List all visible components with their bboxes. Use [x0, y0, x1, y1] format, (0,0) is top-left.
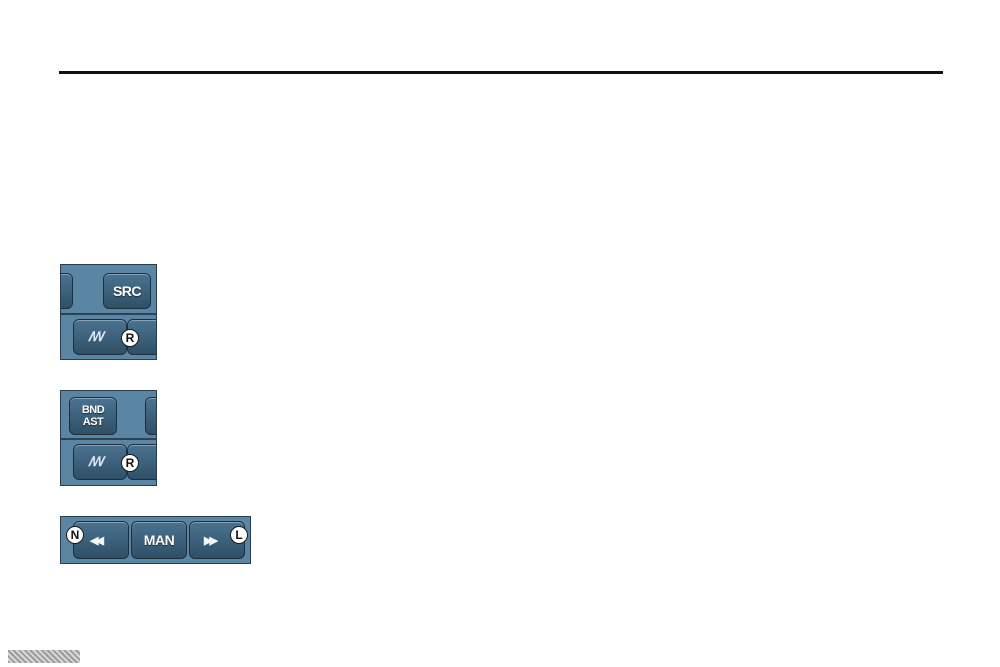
bnd-ast-button[interactable]: BND AST [69, 397, 117, 435]
callout-badge-r: R [121, 329, 139, 347]
bnd-label: BND [81, 404, 105, 416]
footer-logo-icon [8, 650, 80, 663]
callout-badge-n: N [66, 526, 84, 544]
man-button-label: MAN [143, 532, 175, 548]
waveform-icon: ꟿ [88, 329, 104, 344]
src-button-label: SRC [112, 283, 142, 299]
header-rule [59, 71, 940, 74]
radio-panel-src: SRC ꟿ R [60, 264, 157, 360]
next-button-edge[interactable] [145, 397, 156, 435]
src-button[interactable]: SRC [103, 273, 151, 309]
panel-divider [61, 438, 156, 440]
header-rule-end [940, 71, 943, 74]
seek-up-icon: ▶▶ [204, 535, 218, 547]
seek-down-icon: ◀◀ [90, 535, 104, 547]
panel-divider [61, 313, 156, 315]
tuning-panel: ◀◀ MAN ▶▶ N L [60, 516, 251, 564]
waveform-icon: ꟿ [88, 454, 104, 469]
ast-label: AST [82, 416, 104, 428]
callout-badge-l: L [230, 526, 248, 544]
sound-button[interactable]: ꟿ [73, 444, 127, 480]
man-button[interactable]: MAN [131, 521, 187, 559]
previous-button-edge[interactable] [61, 273, 73, 309]
callout-badge-r: R [121, 454, 139, 472]
radio-panel-bnd: BND AST ꟿ R [60, 390, 157, 486]
sound-button[interactable]: ꟿ [73, 319, 127, 355]
